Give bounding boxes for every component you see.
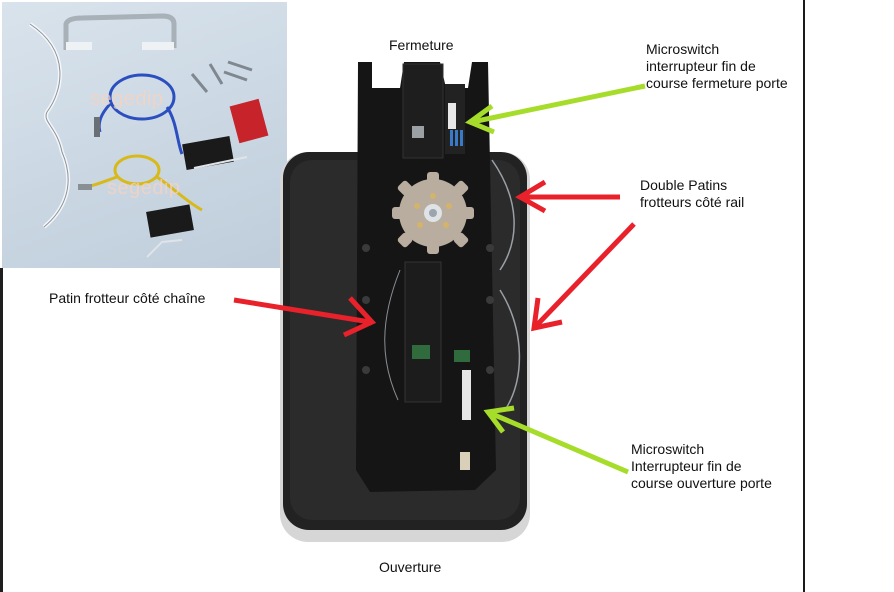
microswitch-yellow (146, 204, 194, 238)
divider-line (803, 0, 805, 592)
label-microswitch-close: Microswitch interrupteur fin de course f… (646, 41, 788, 91)
arrow-patin-chain (233, 296, 377, 338)
label-ouverture: Ouverture (379, 559, 442, 575)
watermark: segedip (90, 88, 164, 110)
arrow-microswitch-close (464, 83, 646, 135)
metal-bracket (63, 13, 177, 50)
label-fermeture: Fermeture (389, 37, 454, 53)
label-microswitch-open: Microswitch Interrupteur fin de course o… (631, 441, 772, 491)
arrow-double-patins-upper (515, 179, 620, 214)
screws (190, 60, 253, 93)
green-component (412, 345, 430, 359)
label-patin-chain: Patin frotteur côté chaîne (49, 290, 206, 306)
blue-wire (108, 73, 176, 121)
divider-line (0, 268, 3, 592)
red-friction-pad (229, 98, 269, 144)
microswitch-lever-bottom (462, 370, 471, 420)
watermark: segedip (107, 177, 181, 199)
kit-illustration (28, 13, 269, 258)
sprocket (392, 172, 474, 254)
spare-parts-kit-photo: segedip segedip (2, 2, 287, 268)
microswitch-lever-top (448, 103, 456, 129)
arrow-microswitch-open (483, 405, 629, 475)
label-double-patins: Double Patins frotteurs côté rail (640, 177, 745, 210)
yellow-wire (113, 154, 161, 186)
arrow-double-patins-lower (531, 222, 636, 332)
